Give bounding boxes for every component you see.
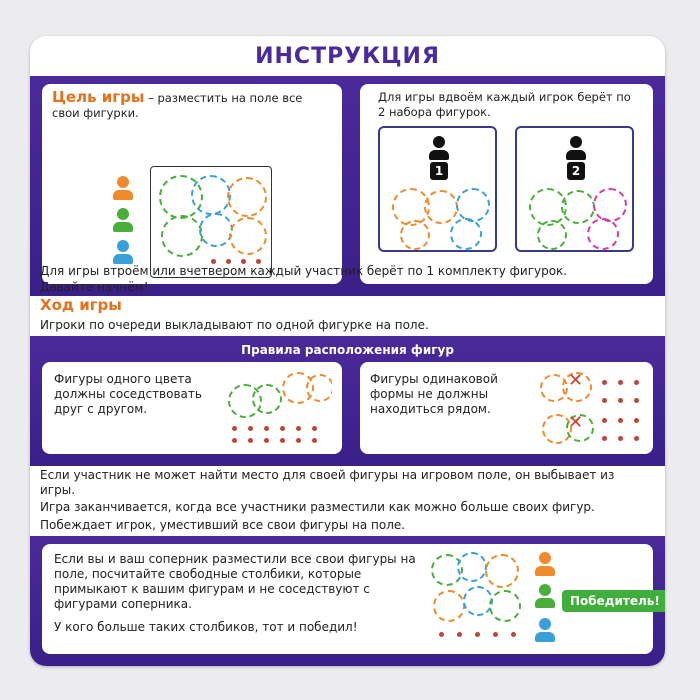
rule-color-example [222, 370, 332, 446]
goal-text: – разместить на поле все свои фигурки. [52, 91, 303, 120]
winner-badge: Победитель! [562, 590, 665, 612]
player-2-badge: 2 [567, 162, 585, 180]
person-icon [112, 240, 134, 264]
person-icon [428, 136, 450, 160]
rule-shape-text: Фигуры одинаковой формы не должны находи… [370, 372, 498, 416]
person-icon [112, 176, 134, 200]
page-title: ИНСТРУКЦИЯ [255, 44, 440, 69]
end-text-3: Побеждает игрок, уместивший все свои фиг… [40, 518, 406, 532]
rules-heading: Правила расположения фигур [241, 343, 454, 357]
person-icon [534, 584, 556, 608]
end-text-1: Если участник не может найти место для с… [40, 468, 615, 497]
rule-color-text: Фигуры одного цвета должны соседствовать… [54, 372, 202, 416]
person-icon [534, 618, 556, 642]
move-heading: Ход игры [40, 296, 122, 314]
cross-icon: ✕ [568, 370, 584, 391]
move-text: Игроки по очереди выкладывают по одной ф… [40, 318, 429, 332]
goal-heading: Цель игры [52, 88, 145, 106]
final-board-example [427, 550, 522, 646]
final-text-2: У кого больше таких столбиков, тот и поб… [54, 620, 358, 634]
player-1-panel: 1 [378, 126, 497, 252]
cross-icon: ✕ [568, 412, 584, 433]
person-icon [565, 136, 587, 160]
final-box: Если вы и ваш соперник разместили все св… [42, 544, 665, 654]
two-players-box: Для игры вдвоём каждый игрок берёт по 2 … [360, 84, 653, 284]
person-icon [112, 208, 134, 232]
end-text-2: Игра заканчивается, когда все участники … [40, 500, 595, 514]
three-four-text: Для игры втроём или вчетвером каждый уча… [40, 264, 568, 278]
rule-color-box: Фигуры одного цвета должны соседствовать… [42, 362, 342, 454]
instruction-card: ИНСТРУКЦИЯ Цель игры – разместить на пол… [30, 36, 665, 666]
player-2-panel: 2 [515, 126, 634, 252]
final-text: Если вы и ваш соперник разместили все св… [54, 552, 416, 611]
rule-shape-box: Фигуры одинаковой формы не должны находи… [360, 362, 653, 454]
person-icon [534, 552, 556, 576]
board-example [150, 166, 272, 278]
goal-box: Цель игры – разместить на поле все свои … [42, 84, 342, 284]
player-1-badge: 1 [430, 162, 448, 180]
two-players-text: Для игры вдвоём каждый игрок берёт по 2 … [378, 90, 631, 119]
start-text: Давайте начнём! [40, 280, 149, 294]
rule-shape-example: ✕ ✕ [532, 368, 644, 448]
